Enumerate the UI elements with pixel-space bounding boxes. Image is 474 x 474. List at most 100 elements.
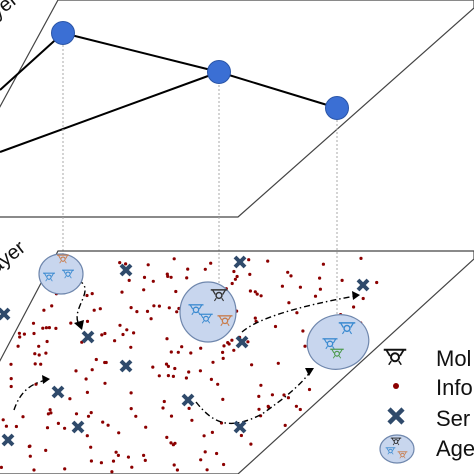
info-point [295, 311, 299, 315]
info-point [190, 418, 194, 422]
sensor-cross-marker [71, 420, 85, 434]
info-point [221, 350, 225, 354]
info-point [250, 363, 254, 367]
info-point [157, 374, 161, 378]
info-point [120, 290, 124, 294]
info-point [134, 414, 138, 418]
sensor-cross-marker [119, 263, 133, 277]
sensor-cross-marker [81, 330, 95, 344]
info-point [157, 304, 161, 308]
info-point [84, 377, 88, 381]
info-point [176, 350, 180, 354]
info-point [46, 412, 51, 416]
info-point [164, 362, 169, 366]
info-point [318, 287, 322, 291]
info-point [205, 468, 209, 472]
lower-layer-label: ayer [0, 236, 30, 277]
trajectory-1 [76, 279, 86, 327]
info-point [74, 369, 78, 373]
info-point [114, 450, 118, 454]
sensor-cross-marker [181, 393, 195, 407]
arrowhead-4 [305, 368, 314, 376]
info-point [276, 361, 280, 365]
info-point [9, 384, 13, 389]
info-point [129, 407, 133, 411]
info-point [144, 425, 148, 429]
info-point [89, 459, 93, 463]
info-point [18, 335, 22, 339]
sensor-cross-marker [119, 359, 133, 373]
info-point [37, 344, 41, 348]
sensor-cross-marker [233, 255, 247, 269]
info-point [266, 404, 270, 408]
info-point [175, 468, 179, 472]
info-point [129, 306, 133, 310]
info-point [259, 383, 263, 387]
arrowhead-3 [352, 291, 360, 300]
info-point [248, 272, 252, 276]
arrowhead-1 [74, 320, 84, 330]
info-point [142, 453, 146, 457]
info-point [273, 324, 278, 329]
info-point [85, 390, 89, 394]
info-point [221, 356, 225, 360]
info-point [106, 423, 110, 427]
info-point [303, 344, 307, 348]
info-point [1, 418, 5, 422]
info-point [45, 339, 49, 344]
info-point [216, 382, 220, 386]
agent-group-2 [179, 281, 237, 343]
agent-ellipse [306, 314, 370, 370]
info-point [270, 393, 274, 397]
info-point [169, 350, 173, 354]
edge-2-3 [218, 71, 338, 109]
edge-offscreen-2 [0, 71, 220, 153]
legend-item-agent: Age [379, 434, 474, 464]
info-point [130, 465, 134, 469]
info-point [321, 262, 325, 266]
info-point [247, 258, 251, 262]
info-point [230, 338, 234, 342]
info-point [210, 430, 214, 434]
info-point [165, 337, 169, 341]
info-point [187, 406, 191, 410]
info-point [165, 435, 169, 439]
legend: Mol Info Ser Age [379, 346, 474, 464]
legend-label: Ser [436, 406, 470, 431]
info-point [101, 420, 105, 424]
info-point [31, 321, 36, 325]
info-point [375, 280, 379, 285]
info-point [33, 362, 37, 366]
lower-layer-plane [0, 250, 474, 474]
info-point [68, 397, 72, 401]
info-point [42, 308, 46, 312]
info-point [48, 408, 52, 412]
info-point [17, 331, 21, 335]
info-point [9, 362, 13, 366]
info-point [0, 465, 3, 469]
info-point [22, 332, 26, 336]
info-point [118, 323, 122, 327]
info-point [172, 463, 176, 467]
info-point [45, 426, 50, 430]
info-point [41, 326, 45, 330]
info-point [14, 424, 18, 429]
info-point [222, 344, 226, 348]
sensor-cross-marker [233, 420, 247, 434]
sensor-cross-marker [51, 385, 65, 399]
arrowhead-2 [42, 375, 50, 384]
info-point [215, 451, 219, 456]
info-point-icon [393, 383, 399, 389]
info-point [110, 470, 114, 474]
info-point [166, 374, 170, 378]
info-point [54, 326, 58, 330]
sensor-cross-marker [0, 307, 11, 321]
info-point [63, 467, 67, 471]
edge-1-2 [62, 32, 220, 73]
info-point [186, 267, 190, 271]
info-point [103, 381, 107, 385]
info-point [85, 434, 89, 438]
agent-ellipse [179, 281, 237, 343]
info-point [98, 307, 102, 311]
info-point [16, 344, 20, 348]
